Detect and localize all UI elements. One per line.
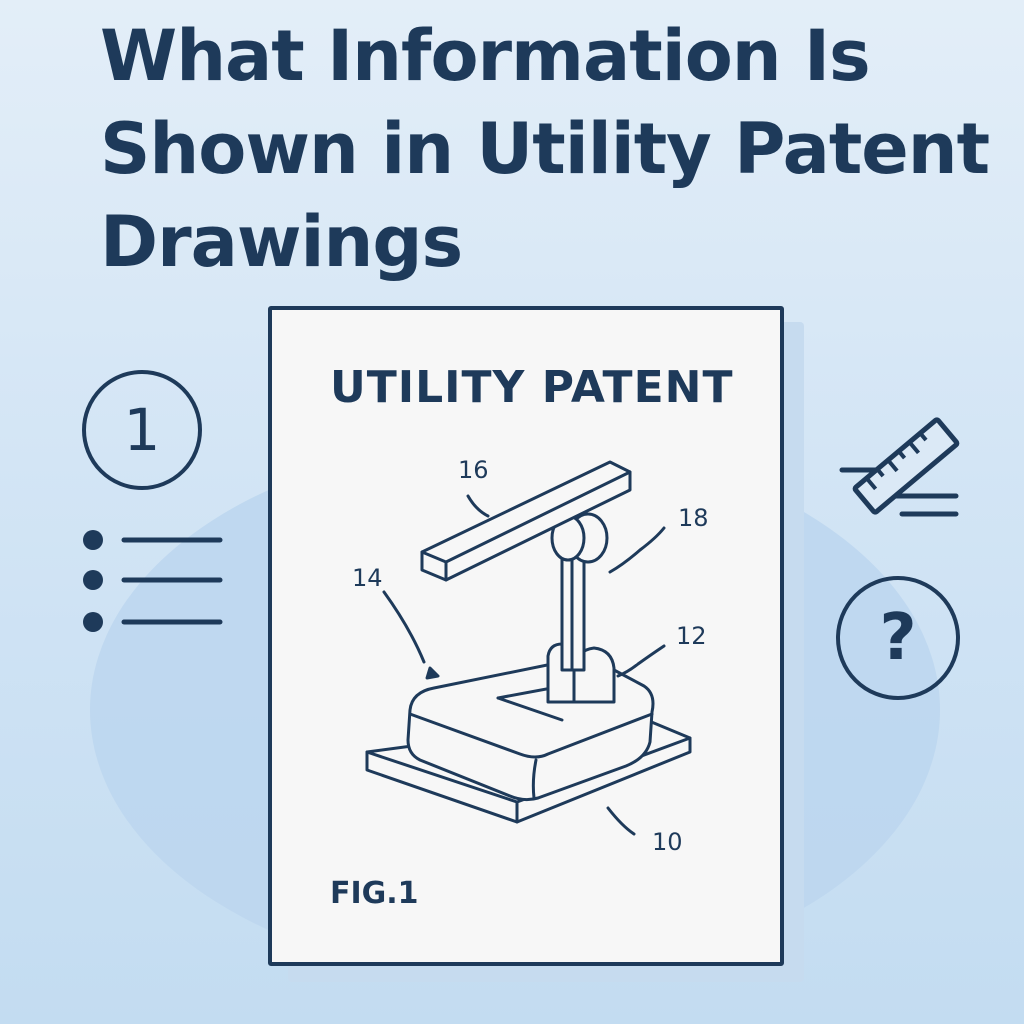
ref-numeral-16: 16 <box>458 456 489 484</box>
figure-label: FIG.1 <box>330 876 419 911</box>
ruler-icon <box>839 417 960 517</box>
leader-line-10 <box>606 806 636 836</box>
number-one-icon: 1 <box>82 370 202 490</box>
patent-document: UTILITY PATENT <box>268 306 784 966</box>
title-line-2: Shown in Utility Patent <box>100 108 990 190</box>
lamp-bar <box>420 460 632 582</box>
title-line-1: What Information Is <box>100 15 871 97</box>
leader-line-16 <box>466 494 490 518</box>
bullet-list-icon <box>83 530 223 632</box>
arrowhead-14 <box>425 666 440 680</box>
upright-arm <box>560 530 586 672</box>
document-heading: UTILITY PATENT <box>330 362 734 413</box>
patent-drawing: 16 18 14 12 10 <box>352 456 709 856</box>
page-title: What Information Is Shown in Utility Pat… <box>100 10 1000 289</box>
ref-numeral-10: 10 <box>652 828 683 856</box>
question-mark-icon: ? <box>836 576 960 700</box>
ref-numeral-18: 18 <box>678 504 709 532</box>
ref-numeral-12: 12 <box>676 622 707 650</box>
title-line-3: Drawings <box>100 201 463 283</box>
ref-numeral-14: 14 <box>352 564 383 592</box>
leader-line-14 <box>382 590 426 664</box>
leader-line-12 <box>616 644 666 678</box>
leader-line-18 <box>608 526 666 574</box>
